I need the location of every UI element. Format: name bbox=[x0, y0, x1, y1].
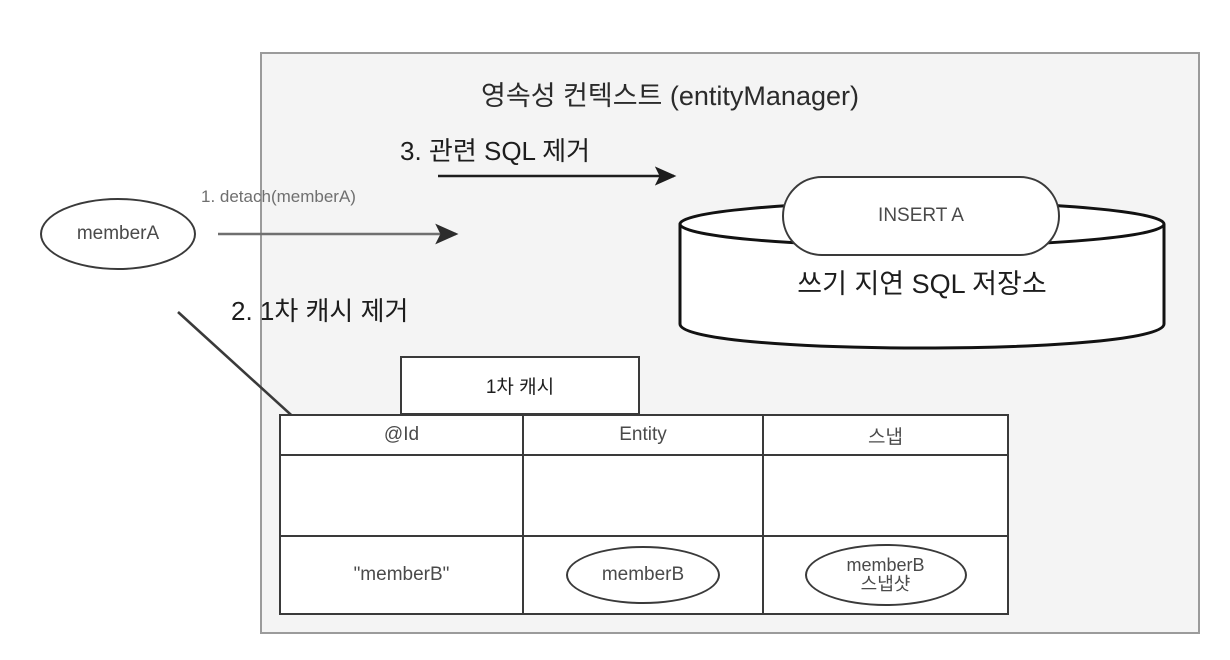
first-level-cache-tab-label: 1차 캐시 bbox=[485, 377, 555, 398]
cell-entity-empty bbox=[522, 454, 764, 537]
column-header-entity: Entity bbox=[522, 414, 764, 456]
table-header-row: @Id Entity 스냅 bbox=[279, 414, 1009, 456]
cell-id-member-b: "memberB" bbox=[279, 535, 524, 615]
entity-member-b-ellipse: memberB bbox=[566, 546, 720, 604]
table-row bbox=[279, 454, 1009, 537]
entity-member-a[interactable]: memberA bbox=[40, 198, 196, 270]
step-3-sql-remove-label: 3. 관련 SQL 제거 bbox=[400, 136, 591, 166]
queued-sql-insert-a[interactable]: INSERT A bbox=[782, 176, 1060, 256]
first-level-cache-table: @Id Entity 스냅 "memberB" memberB membe bbox=[279, 414, 1009, 615]
cell-snapshot-member-b: memberB 스냅샷 bbox=[762, 535, 1009, 615]
table-row: "memberB" memberB memberB 스냅샷 bbox=[279, 535, 1009, 615]
cell-entity-member-b: memberB bbox=[522, 535, 764, 615]
column-header-snapshot: 스냅 bbox=[762, 414, 1009, 456]
step-2-cache-remove-label: 2. 1차 캐시 제거 bbox=[231, 296, 409, 326]
snapshot-member-b-ellipse: memberB 스냅샷 bbox=[804, 544, 967, 606]
entity-member-b-label: memberB bbox=[601, 564, 685, 586]
cell-id-empty bbox=[279, 454, 524, 537]
page-title: 영속성 컨텍스트 (entityManager) bbox=[481, 81, 859, 111]
first-level-cache-tab: 1차 캐시 bbox=[400, 356, 640, 415]
snapshot-member-b-line2: 스냅샷 bbox=[860, 574, 911, 594]
snapshot-member-b-line1: memberB bbox=[846, 555, 925, 576]
entity-member-a-label: memberA bbox=[76, 223, 160, 244]
cell-snapshot-empty bbox=[762, 454, 1009, 537]
column-header-id: @Id bbox=[279, 414, 524, 456]
sql-store-title: 쓰기 지연 SQL 저장소 bbox=[797, 269, 1047, 299]
step-1-detach-label: 1. detach(memberA) bbox=[201, 187, 356, 206]
queued-sql-label: INSERT A bbox=[878, 205, 964, 226]
